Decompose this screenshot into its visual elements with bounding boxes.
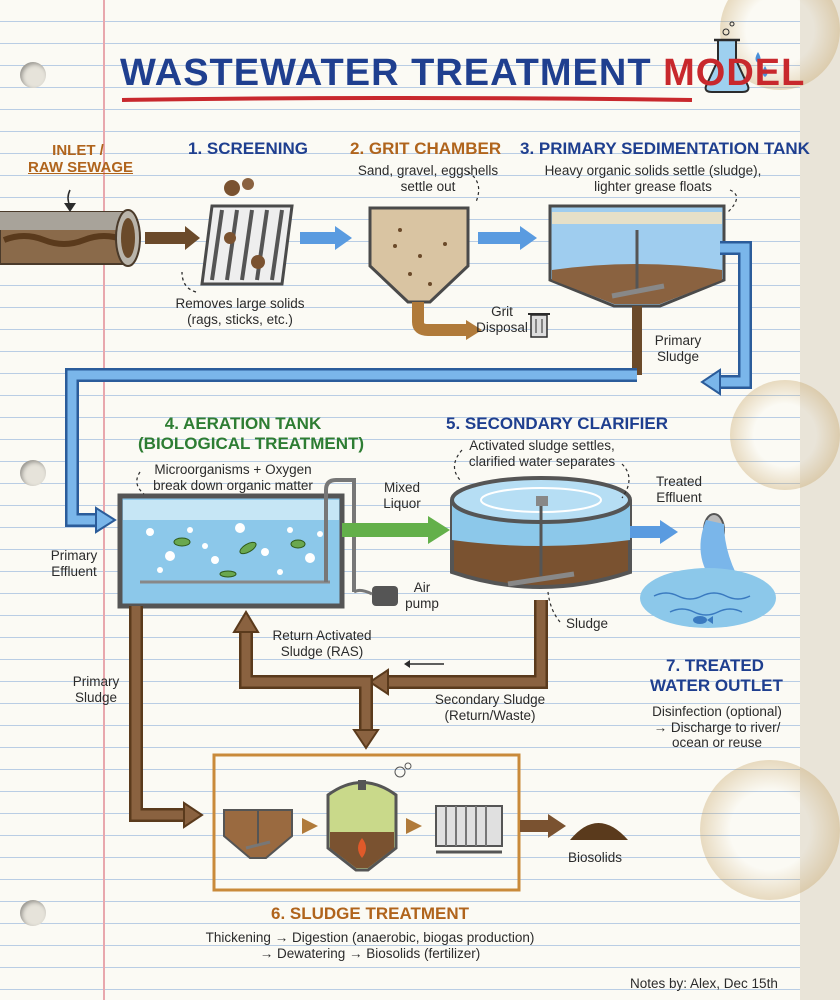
- title-main: WASTEWATER TREATMENT: [120, 52, 652, 94]
- air-pump-line2: pump: [405, 595, 439, 611]
- secondary-sludge-label: Secondary Sludge (Return/Waste): [430, 692, 550, 723]
- air-pump-icon: [353, 586, 398, 606]
- coffee-stain: [730, 380, 840, 490]
- grit-heading: 2. GRIT CHAMBER: [350, 139, 502, 158]
- clarifier-heading: 5. SECONDARY CLARIFIER: [446, 414, 668, 433]
- outlet-note-line1: Disinfection (optional): [652, 704, 782, 719]
- footer-notes: Notes by: Alex, Dec 15th: [630, 976, 778, 991]
- inlet-pipe: [0, 209, 141, 267]
- clarifier-note: Activated sludge settles, clarified wate…: [452, 438, 632, 469]
- left-primary-sludge-label: Primary Sludge: [66, 674, 126, 705]
- primary-sedimentation-tank: [548, 204, 726, 375]
- outlet-heading-line1: 7. TREATED: [666, 656, 764, 675]
- mixed-liquor-line1: Mixed: [383, 480, 420, 495]
- secondary-clarifier: [450, 476, 632, 589]
- ras-line2: Sludge (RAS): [280, 643, 364, 659]
- sludge-treatment-line1: Thickening → Digestion (anaerobic, bioga…: [205, 930, 535, 945]
- outlet-note: Disinfection (optional) → Discharge to r…: [642, 704, 792, 751]
- screening-note-line1: Removes large solids: [175, 296, 305, 311]
- inlet-label-line1: INLET /: [52, 142, 104, 159]
- grit-note-line1: Sand, gravel, eggshells: [357, 163, 499, 178]
- clarifier-note-line2: clarified water separates: [468, 453, 616, 469]
- page-title: WASTEWATER TREATMENT MODEL: [120, 52, 804, 96]
- treated-effluent-line2: Effluent: [656, 489, 702, 505]
- inlet-label-line2: RAW SEWAGE: [28, 159, 134, 177]
- screening-grate: [200, 178, 294, 286]
- screening-heading: 1. SCREENING: [188, 139, 308, 158]
- mixed-liquor-label: Mixed Liquor: [372, 480, 432, 511]
- aeration-note-line2: break down organic matter: [153, 477, 313, 493]
- outlet-heading: 7. TREATED WATER OUTLET: [650, 656, 783, 695]
- clarifier-note-line1: Activated sludge settles,: [469, 438, 615, 453]
- process-diagram: [0, 21, 776, 892]
- primary-sludge-line2: Sludge: [656, 348, 700, 364]
- primary-note: Heavy organic solids settle (sludge), li…: [528, 163, 778, 194]
- binder-hole: [20, 460, 46, 486]
- aeration-note-line1: Microorganisms + Oxygen: [154, 462, 312, 477]
- flask-icon: [704, 21, 768, 93]
- left-primary-sludge-line2: Sludge: [74, 689, 118, 705]
- secondary-sludge-line1: Secondary Sludge: [434, 692, 546, 707]
- aeration-heading: 4. AERATION TANK (BIOLOGICAL TREATMENT): [138, 414, 365, 453]
- digester: [326, 762, 412, 872]
- left-primary-sludge-line1: Primary: [72, 674, 120, 689]
- clarifier-sludge-label: Sludge: [566, 616, 609, 631]
- aeration-heading-line2: (BIOLOGICAL TREATMENT): [138, 433, 365, 453]
- pipe-brown: [129, 606, 186, 822]
- grit-note-line2: settle out: [400, 178, 456, 194]
- primary-note-line1: Heavy organic solids settle (sludge),: [544, 163, 762, 178]
- primary-note-line2: lighter grease floats: [594, 178, 712, 194]
- pipe-brown: [386, 600, 548, 689]
- margin-line: [103, 0, 105, 1000]
- title-accent: MODEL: [663, 52, 806, 94]
- secondary-sludge-line2: (Return/Waste): [444, 707, 536, 723]
- treated-effluent-line1: Treated: [655, 474, 703, 489]
- sludge-treatment-note: Thickening → Digestion (anaerobic, bioga…: [170, 930, 570, 961]
- biosolids-label: Biosolids: [568, 850, 623, 865]
- air-pump-label: Air pump: [404, 580, 440, 611]
- aeration-heading-line1: 4. AERATION TANK: [164, 414, 322, 433]
- ras-line1: Return Activated: [272, 628, 372, 643]
- treated-effluent-label: Treated Effluent: [648, 474, 710, 505]
- screening-note-line2: (rags, sticks, etc.): [187, 311, 293, 327]
- mixed-liquor-line2: Liquor: [383, 495, 421, 511]
- outlet-note-line3: ocean or reuse: [671, 735, 763, 751]
- ras-label: Return Activated Sludge (RAS): [262, 628, 382, 659]
- screening-note: Removes large solids (rags, sticks, etc.…: [170, 296, 310, 327]
- grit-disposal-line1: Grit: [491, 304, 513, 319]
- grit-disposal-line2: Disposal: [476, 319, 528, 335]
- aeration-note: Microorganisms + Oxygen break down organ…: [138, 462, 328, 493]
- grit-note: Sand, gravel, eggshells settle out: [348, 163, 508, 194]
- title-underline: [121, 96, 693, 102]
- coffee-stain: [700, 760, 840, 900]
- binder-hole: [20, 62, 46, 88]
- grit-chamber: [368, 206, 482, 340]
- sludge-treatment-heading: 6. SLUDGE TREATMENT: [270, 904, 470, 923]
- air-pump-line1: Air: [413, 580, 431, 595]
- primary-heading: 3. PRIMARY SEDIMENTATION TANK: [520, 139, 810, 158]
- outlet-note-line2: → Discharge to river/: [653, 719, 781, 735]
- primary-sludge-label: Primary Sludge: [648, 333, 708, 364]
- filter-press: [435, 805, 503, 854]
- sludge-treatment-frame: [212, 753, 521, 892]
- primary-effluent-label: Primary Effluent: [44, 548, 104, 579]
- outlet-heading-line2: WATER OUTLET: [650, 675, 783, 695]
- sludge-treatment-line2: → Dewatering → Biosolids (fertilizer): [259, 945, 481, 961]
- biosolids-pile: [570, 823, 628, 840]
- primary-effluent-line1: Primary: [50, 548, 98, 563]
- primary-sludge-line1: Primary: [654, 333, 702, 348]
- aeration-tank: [117, 478, 356, 609]
- inlet-label: INLET / RAW SEWAGE: [28, 142, 134, 177]
- trash-icon: [528, 313, 550, 338]
- grit-disposal-label: Grit Disposal: [476, 304, 528, 335]
- outlet-water: [640, 513, 776, 628]
- thickener: [223, 809, 293, 859]
- primary-effluent-line2: Effluent: [51, 563, 97, 579]
- binder-hole: [20, 900, 46, 926]
